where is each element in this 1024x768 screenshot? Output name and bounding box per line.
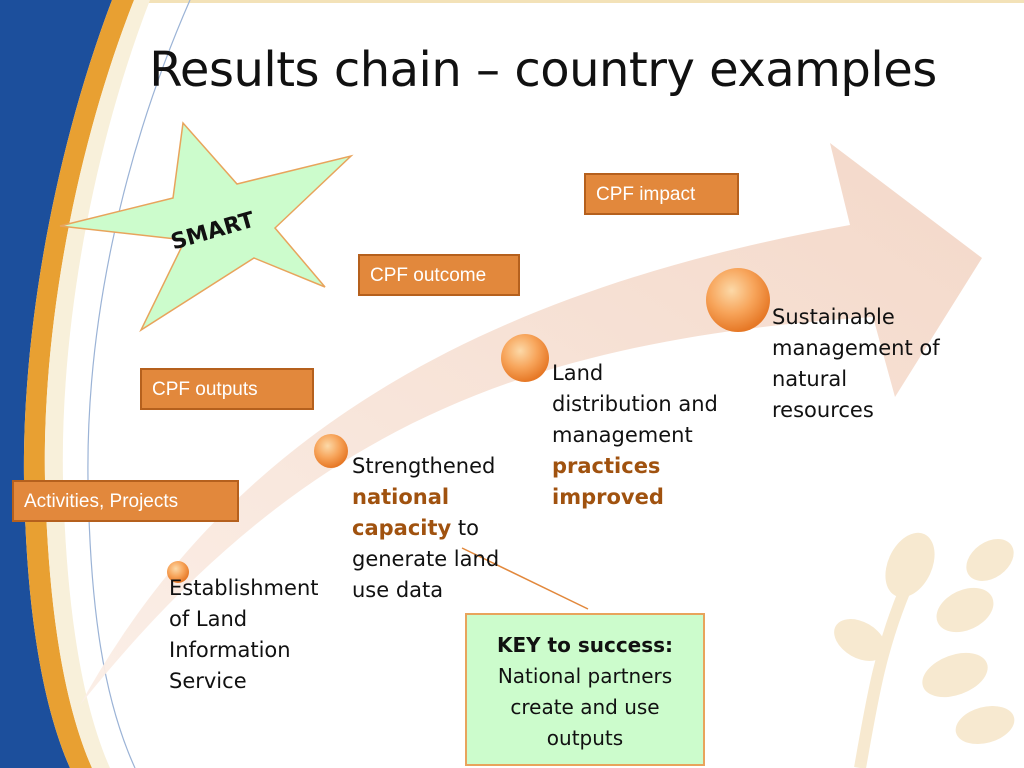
sidebar-cream-band [44, 0, 151, 768]
step-impact-text: Sustainable management of natural resour… [772, 302, 942, 426]
milestone-dot-4 [706, 268, 770, 332]
slide-title: Results chain – country examples [149, 42, 937, 98]
sidebar-blue-band [0, 0, 112, 768]
milestone-dot-2 [314, 434, 348, 468]
star-icon [59, 121, 354, 333]
step-text-highlight: national capacity [352, 485, 452, 540]
step-text-plain: Establishment of Land Information Servic… [169, 576, 319, 693]
sidebar-thin-line [87, 0, 191, 768]
smart-star: SMART [59, 121, 354, 333]
milestone-dot-3 [501, 334, 549, 382]
key-to-success-box: KEY to success: National partners create… [465, 613, 705, 766]
level-box-impact: CPF impact [584, 173, 739, 215]
step-text-highlight: practices improved [552, 454, 664, 509]
level-box-outputs: CPF outputs [140, 368, 314, 410]
milestone-dot-1 [167, 561, 189, 583]
step-text-plain: to generate land use data [352, 516, 500, 602]
step-outputs-text: Strengthened national capacity to genera… [352, 451, 527, 606]
step-outcome-text: Land distribution and management practic… [552, 358, 722, 513]
key-heading: KEY to success: [496, 633, 674, 657]
level-box-activities: Activities, Projects [12, 480, 239, 522]
leaf-watermark-icon [834, 532, 1015, 768]
sidebar-gold-band [23, 0, 134, 768]
step-activities-text: Establishment of Land Information Servic… [169, 573, 339, 697]
key-body: National partners create and use outputs [497, 664, 673, 750]
level-box-outcome: CPF outcome [358, 254, 520, 296]
step-text-plain: Sustainable management of natural resour… [772, 305, 940, 422]
step-text-plain: Strengthened [352, 454, 496, 478]
step-text-plain: Land distribution and management [552, 361, 718, 447]
key-callout-line [461, 547, 589, 610]
